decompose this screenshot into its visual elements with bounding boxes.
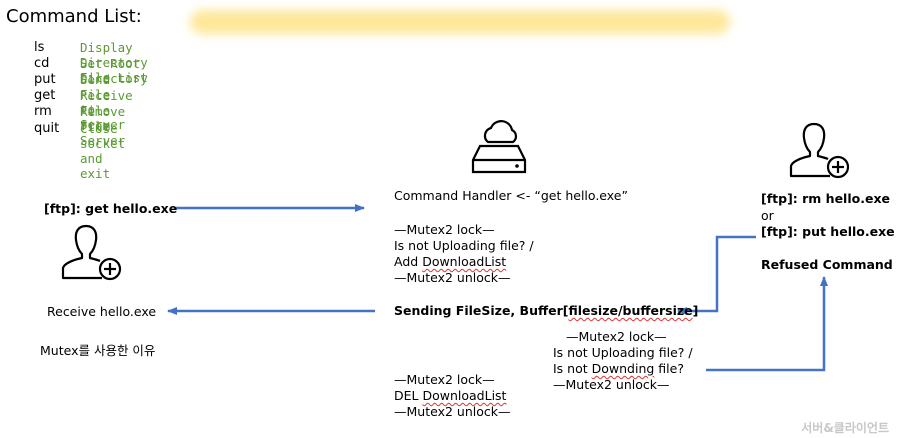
sending-part-b: filesize/buffersize xyxy=(568,303,693,318)
left-client-command: [ftp]: get hello.exe xyxy=(44,201,178,216)
command-desc: Send File to Server xyxy=(80,72,126,132)
upload-check-label-2: Is not Uploading file? / xyxy=(553,345,693,360)
right-client-rm: [ftp]: rm hello.exe xyxy=(761,191,890,206)
server-cloud-icon xyxy=(471,120,527,174)
del-downloadlist-label: DEL DownloadList xyxy=(394,388,506,404)
upload-check-label: Is not Uploading file? / xyxy=(394,238,534,253)
command-name: rm xyxy=(34,104,52,119)
command-desc: Display Directory File List xyxy=(80,40,148,85)
mutex-unlock-label: —Mutex2 unlock— xyxy=(394,270,511,285)
check3-suffix: file? xyxy=(654,361,684,376)
command-name: put xyxy=(34,72,56,87)
refused-command-label: Refused Command xyxy=(761,257,893,272)
del-word: DownloadList xyxy=(422,388,507,403)
arrow-refused-request xyxy=(677,235,756,315)
check3-word: Downding xyxy=(591,361,655,376)
user-add-icon-left xyxy=(61,224,122,281)
right-client-put: [ftp]: put hello.exe xyxy=(761,224,895,239)
command-desc: Set Root Directory xyxy=(80,56,148,86)
sending-part-a: Sending FileSize, Buffer[ xyxy=(394,303,569,318)
mutex-lock-label: —Mutex2 lock— xyxy=(394,222,495,237)
check3-prefix: Is not xyxy=(553,361,592,376)
user-add-icon-right xyxy=(789,122,850,179)
add-downloadlist-label: Add DownloadList xyxy=(394,254,506,270)
receive-label: Receive hello.exe xyxy=(47,304,157,319)
mutex-note: Mutex를 사용한 이유 xyxy=(40,343,156,358)
download-check-label: Is not Downding file? xyxy=(553,361,684,377)
mutex-unlock-label-3: —Mutex2 unlock— xyxy=(394,404,511,419)
watermark: 서버&클라이언트 xyxy=(801,421,889,435)
command-name: get xyxy=(34,88,56,103)
sending-filesize-label: Sending FileSize, Buffer[filesize/buffer… xyxy=(394,303,698,319)
command-name: ls xyxy=(34,40,45,55)
command-handler-label: Command Handler <- “get hello.exe” xyxy=(394,188,628,203)
highlight-mark xyxy=(190,10,730,34)
command-name: cd xyxy=(34,56,50,71)
command-desc: Receive File from Server xyxy=(80,88,133,148)
sending-part-c: ] xyxy=(692,303,699,318)
command-desc: Remove File xyxy=(80,104,126,134)
add-prefix: Add xyxy=(394,254,423,269)
del-prefix: DEL xyxy=(394,388,423,403)
arrow-refused-response xyxy=(706,276,828,372)
mutex-lock-label-3: —Mutex2 lock— xyxy=(394,372,495,387)
downloadlist-word: DownloadList xyxy=(422,254,507,269)
page-title: Command List: xyxy=(6,6,142,27)
command-desc: Close socket and exit xyxy=(80,121,126,181)
mutex-unlock-label-2: —Mutex2 unlock— xyxy=(553,377,670,392)
or-label: or xyxy=(761,208,774,223)
command-name: quit xyxy=(34,121,60,136)
mutex-lock-label-2: —Mutex2 lock— xyxy=(566,329,667,344)
